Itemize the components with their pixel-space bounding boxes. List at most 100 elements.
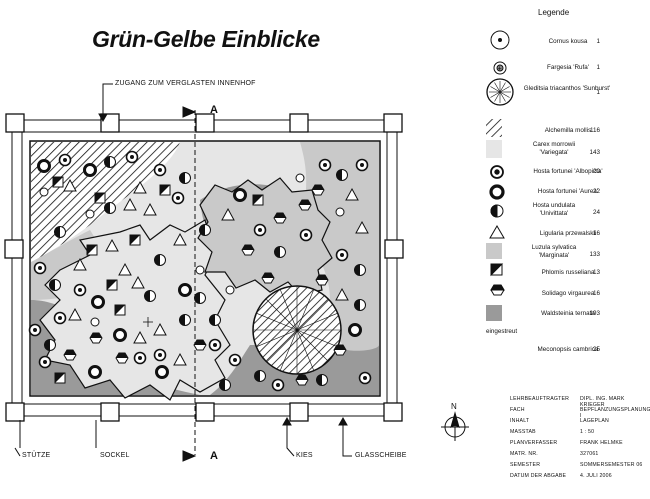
ring-thin-symbol: [133, 351, 147, 365]
triangle-symbol: [153, 322, 167, 336]
legend-item-count: 193: [589, 310, 600, 317]
half-circle-symbol: [254, 370, 266, 382]
leaders: [14, 83, 352, 457]
albopicta-legend-icon: [490, 165, 504, 179]
half-circle-symbol: [179, 172, 191, 184]
ring-thick-symbol: [88, 365, 102, 379]
hexagon-symbol: [261, 272, 275, 284]
column-label: STÜTZE: [22, 452, 51, 459]
legend-item-count: 25: [592, 346, 600, 353]
legend-item-count: 1: [596, 89, 600, 96]
legend-item-name: Carex morrowii 'Variegata': [532, 141, 576, 156]
plinth-label: SOCKEL: [100, 452, 130, 459]
cornus-canopy: [197, 177, 333, 296]
half-circle-symbol: [44, 339, 56, 351]
small-circle-symbol: [90, 317, 100, 327]
half-circle-symbol: [219, 379, 231, 391]
ring-thin-symbol: [58, 153, 72, 167]
legend-item-name: Hosta undulata 'Univittata': [532, 202, 576, 217]
ring-thin-symbol: [33, 261, 47, 275]
legend-item-count: 1: [596, 38, 600, 45]
half-circle-symbol: [154, 254, 166, 266]
half-circle-symbol: [336, 169, 348, 181]
ring-thick-symbol: [91, 295, 105, 309]
triangle-symbol: [105, 238, 119, 252]
hexagon-symbol: [89, 332, 103, 344]
titleblock-key: SEMESTER: [510, 462, 541, 468]
titleblock-value: BEPFLANZUNGSPLANUNG I: [580, 407, 650, 419]
small-circle-symbol: [335, 207, 345, 217]
ring-thin-symbol: [299, 228, 313, 242]
legend-item-name: Fargesia 'Rufa': [547, 64, 589, 71]
univittata-legend-icon: [490, 204, 504, 218]
half-circle-symbol: [104, 156, 116, 168]
hexagon-symbol: [273, 212, 287, 224]
legend-item-count: 24: [592, 209, 600, 216]
legend-item-count: 20: [592, 168, 600, 175]
triangle-symbol: [73, 257, 87, 271]
triangle-symbol: [63, 178, 77, 192]
section-marker-bottom: A: [210, 450, 218, 462]
titleblock-value: 1 : 50: [580, 429, 595, 435]
ring-thick-symbol: [83, 163, 97, 177]
half-square-symbol: [52, 176, 64, 188]
titleblock-key: MASSTAB: [510, 429, 536, 435]
legend-item-count: 1: [596, 64, 600, 71]
ring-thick-symbol: [37, 159, 51, 173]
small-circle-symbol: [295, 173, 305, 183]
columns: [4, 113, 404, 422]
ring-thin-symbol: [73, 283, 87, 297]
half-square-symbol: [129, 234, 141, 246]
titleblock-key: FACH: [510, 407, 525, 413]
half-circle-symbol: [144, 290, 156, 302]
legend-item-count: 16: [592, 290, 600, 297]
section-marker-top: A: [210, 104, 218, 116]
ring-thin-symbol: [271, 378, 285, 392]
ring-thin-symbol: [228, 353, 242, 367]
ring-thin-symbol: [53, 311, 67, 325]
titleblock-value: FRANK HELMKE: [580, 440, 623, 446]
triangle-symbol: [123, 197, 137, 211]
half-circle-symbol: [104, 202, 116, 214]
triangle-symbol: [345, 187, 359, 201]
ring-thin-symbol: [171, 191, 185, 205]
half-circle-symbol: [194, 292, 206, 304]
titleblock-key: INHALT: [510, 418, 530, 424]
plant-symbols: [28, 150, 372, 392]
cross-symbol: [143, 317, 153, 327]
legend-item-name: Hosta fortunei 'Aurea': [537, 188, 599, 195]
ring-thin-symbol: [355, 158, 369, 172]
ring-thin-symbol: [335, 248, 349, 262]
fargesia-circle: [252, 285, 342, 375]
half-square-symbol: [159, 184, 171, 196]
half-circle-symbol: [274, 246, 286, 258]
ring-thin-symbol: [153, 163, 167, 177]
ring-thick-symbol: [113, 328, 127, 342]
half-circle-symbol: [49, 279, 61, 291]
titleblock-key: PLANVERFASSER: [510, 440, 558, 446]
legend-item-name: Phlomis russeliana: [541, 269, 595, 276]
ring-thick-symbol: [233, 188, 247, 202]
triangle-symbol: [68, 307, 82, 321]
triangle-symbol: [355, 220, 369, 234]
titleblock-key: DATUM DER ABGABE: [510, 473, 567, 479]
hexagon-symbol: [298, 199, 312, 211]
legend-item-name: Gleditsia triacanthos 'Sunburst': [523, 85, 611, 92]
legend-symbols: +: [486, 30, 514, 321]
ligularia-legend-icon: [489, 225, 505, 239]
small-circle-symbol: [85, 209, 95, 219]
hexagon-symbol: [115, 352, 129, 364]
hexagon-symbol: [311, 184, 325, 196]
titleblock-value: DIPL. ING. MARK KRIEGER: [580, 396, 625, 408]
ring-thin-symbol: [253, 223, 267, 237]
gravel-label: KIES: [296, 452, 313, 459]
half-square-symbol: [94, 192, 106, 204]
fargesia-legend-icon: +: [493, 61, 507, 75]
half-square-symbol: [86, 244, 98, 256]
legend-item-count: 22: [592, 188, 600, 195]
legend-item-count: 143: [589, 149, 600, 156]
ring-thick-symbol: [348, 323, 362, 337]
ring-thin-symbol: [318, 158, 332, 172]
ring-thin-symbol: [125, 150, 139, 164]
